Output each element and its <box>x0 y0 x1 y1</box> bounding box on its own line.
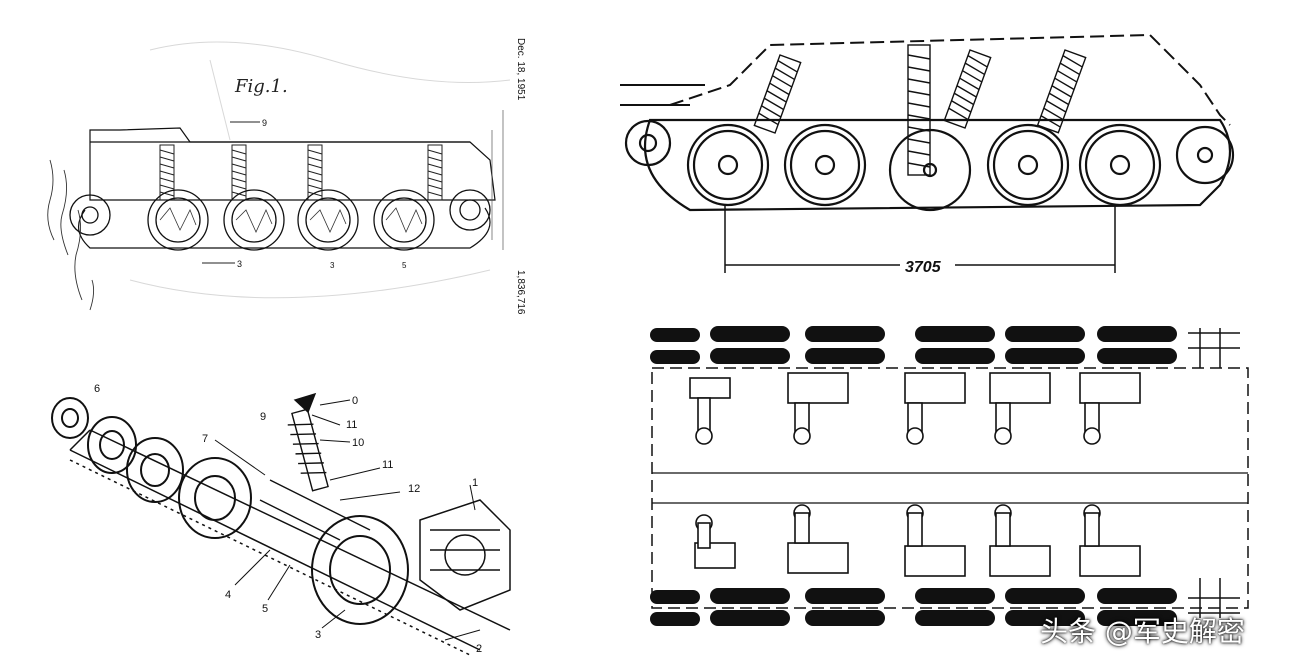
patent-drawing-panel: Fig.1. <box>30 20 550 350</box>
plan-top-arms <box>689 372 1141 445</box>
plan-bottom-wheels <box>650 588 1177 626</box>
side-dimension-line <box>724 205 1116 273</box>
cutaway-callout-3: 3 <box>315 629 321 641</box>
patent-callout-a: 3 <box>330 261 335 270</box>
cutaway-callout-6: 6 <box>94 383 100 395</box>
cutaway-callout-12: 12 <box>408 483 420 495</box>
patent-road-wheels <box>69 189 491 251</box>
cutaway-callout-5: 5 <box>262 603 268 615</box>
cutaway-callout-11b: 11 <box>382 459 393 471</box>
side-view-panel: 3705 <box>610 25 1270 285</box>
cutaway-callout-9: 9 <box>260 411 266 423</box>
patent-callout-bottom: 3 <box>237 259 242 269</box>
patent-hull <box>78 127 496 249</box>
cutaway-track <box>69 429 511 656</box>
side-road-wheels <box>624 119 1235 212</box>
cutaway-callout-0: 0 <box>352 395 358 407</box>
cutaway-callout-10: 10 <box>352 437 364 449</box>
plan-bottom-arms <box>694 504 1141 577</box>
patent-signature <box>47 159 95 311</box>
cutaway-callout-1: 1 <box>472 477 478 489</box>
patent-fig-label: Fig.1. <box>234 76 288 97</box>
cutaway-callout-11a: 11 <box>346 419 357 431</box>
plan-view-drawing <box>650 326 1249 626</box>
watermark: 头条 @军史解密 <box>1040 615 1245 648</box>
side-springs <box>753 44 1087 176</box>
side-view-drawing: 3705 <box>620 33 1235 276</box>
patent-drawing: Fig.1. <box>47 38 526 315</box>
patent-springs <box>159 144 443 201</box>
plan-top-wheels <box>650 326 1177 364</box>
cutaway-callout-4: 4 <box>225 589 231 601</box>
cutaway-engine <box>419 499 511 611</box>
patent-side-text-2: 1,836,716 <box>515 270 526 315</box>
cutaway-callout-2: 2 <box>476 643 482 655</box>
side-dimension-label: 3705 <box>905 259 942 276</box>
cutaway-callout-7: 7 <box>202 433 208 445</box>
cutaway-drawing: 6 9 0 11 10 7 11 12 1 4 5 3 2 <box>51 383 511 656</box>
side-track <box>643 118 1231 212</box>
cutaway-wheels <box>51 397 409 625</box>
cutaway-panel: 6 9 0 11 10 7 11 12 1 4 5 3 2 <box>40 380 540 660</box>
plan-view-panel <box>640 318 1270 660</box>
patent-callout-top: 9 <box>262 118 267 128</box>
plan-frame <box>651 367 1249 609</box>
cutaway-spring <box>259 392 371 541</box>
patent-side-text-1: Dec. 18, 1951 <box>515 38 526 101</box>
patent-callout-b: 5 <box>402 261 407 270</box>
